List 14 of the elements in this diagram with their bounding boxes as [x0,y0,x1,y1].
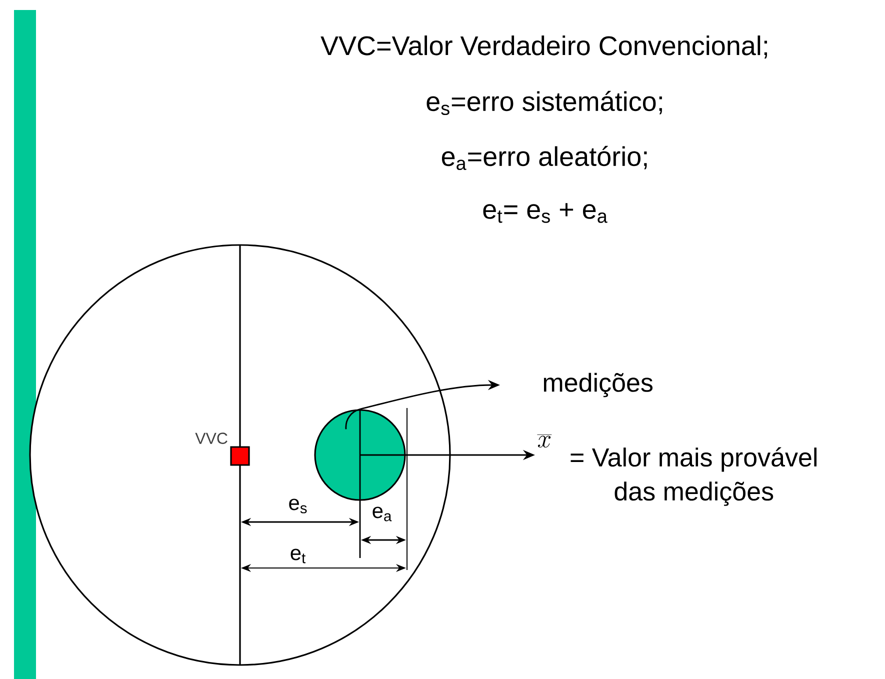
definition-text: e$_{s}$=erro sistemático; [426,90,662,116]
mean-symbol: $\overline{x}$ [537,434,552,448]
dimension-label: e$_{s}$ [289,498,307,514]
definition-text: e$_{t}$= e$_{s}$ + e$_{a}$ [483,203,608,223]
dimension-label: e$_{t}$ [290,548,306,564]
definition-text: VVC=Valor Verdadeiro Convencional; [320,35,767,58]
target-circle [29,244,451,666]
marker-label: VVC [195,432,228,444]
reference-marker [230,446,250,466]
result-label: medições [544,372,653,398]
mean-definition: = Valor mais provável das medições [570,447,816,506]
measurement-circle [314,409,406,501]
definition-text: e$_{a}$=erro aleatório; [442,146,647,170]
side-bar [14,10,36,679]
